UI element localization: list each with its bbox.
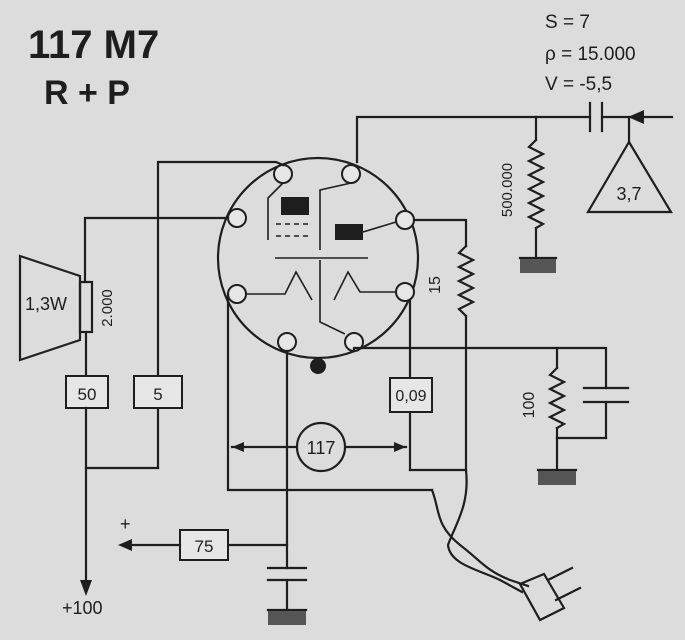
bottom-capacitor	[226, 349, 308, 625]
supply-line	[80, 406, 160, 596]
pin-7	[277, 332, 297, 352]
box-5-label: 5	[153, 385, 162, 404]
screen-wire	[156, 160, 285, 470]
box-009	[389, 377, 433, 413]
speaker-power-label: 1,3W	[25, 294, 67, 314]
tube-title: 117 M7	[28, 23, 159, 67]
heater-label: 117	[307, 438, 336, 458]
pin-1	[273, 164, 293, 184]
box-50	[65, 375, 109, 409]
box-75-label: 75	[195, 537, 214, 556]
tube-type: R + P	[44, 74, 130, 112]
choke-label: 15	[427, 276, 444, 294]
heater-circuit	[226, 292, 468, 492]
plate-wire	[83, 216, 230, 284]
choke: 15	[412, 218, 476, 472]
ground-symbol-bottom	[268, 611, 306, 625]
box-75	[179, 529, 229, 561]
tube-pins	[227, 164, 415, 352]
pin-4	[395, 210, 415, 230]
grid-input-wire	[355, 110, 674, 164]
pin-6	[395, 282, 415, 302]
cathode-resistor-label: 100	[521, 392, 538, 419]
box-50-label: 50	[78, 385, 97, 404]
box-009-label: 0,09	[395, 388, 426, 405]
grid-resistor: 500.000	[499, 115, 558, 273]
heater-circle	[295, 421, 347, 473]
pin-2	[341, 164, 361, 184]
ground-symbol-cathode	[538, 471, 576, 485]
driver-stage: 3,7	[586, 115, 673, 214]
box-5	[133, 375, 183, 409]
supply-label: +100	[62, 598, 103, 618]
cathode-circuit: 100	[352, 346, 630, 485]
coupling-capacitor	[588, 101, 604, 133]
grid-resistor-label: 500.000	[499, 163, 516, 217]
diode-plate	[335, 224, 363, 240]
speaker-transformer	[78, 280, 94, 334]
mains-plug	[518, 566, 582, 622]
pin-3	[227, 208, 247, 228]
ground-symbol-grid	[520, 259, 556, 273]
driver-label: 3,7	[616, 184, 641, 204]
mains-cord	[430, 468, 530, 594]
tube-key	[310, 358, 326, 374]
pin-5	[227, 284, 247, 304]
transformer-label: 2.000	[99, 289, 116, 327]
pentode-plate	[281, 197, 309, 215]
spec-v: V = -5,5	[545, 74, 612, 95]
spec-s: S = 7	[545, 12, 590, 33]
spec-rho: ρ = 15.000	[545, 44, 636, 65]
plus-arrow	[118, 539, 182, 551]
tube-internals	[246, 182, 397, 335]
plus-label: +	[120, 514, 131, 534]
speaker: 1,3W 2.000	[18, 254, 116, 378]
tube-envelope	[216, 156, 420, 374]
